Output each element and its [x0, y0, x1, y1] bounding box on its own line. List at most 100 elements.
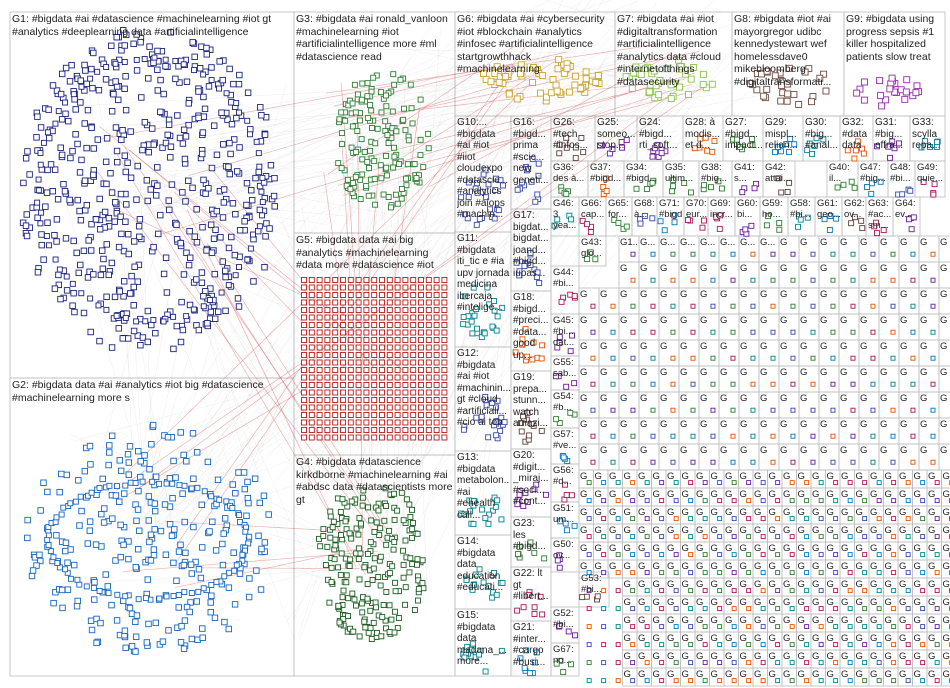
node — [351, 81, 358, 88]
node — [615, 624, 621, 630]
node — [650, 277, 656, 283]
tiny-group-box — [622, 577, 638, 597]
tiny-group-box — [818, 261, 840, 289]
node — [130, 302, 137, 309]
node — [659, 606, 665, 612]
tiny-group-box — [898, 261, 920, 289]
tiny-group-box — [598, 391, 620, 419]
node — [392, 579, 399, 586]
tiny-group-box — [781, 505, 797, 525]
tiny-group-box — [818, 417, 840, 445]
tiny-group-box — [578, 339, 600, 367]
node — [200, 176, 207, 184]
node — [88, 65, 95, 73]
edge — [170, 372, 355, 522]
node — [750, 433, 756, 439]
node — [688, 588, 694, 594]
node — [308, 284, 315, 291]
node — [141, 452, 148, 459]
node — [391, 144, 397, 151]
node — [582, 68, 590, 76]
node — [244, 117, 251, 124]
node — [130, 40, 137, 48]
tiny-group-box — [839, 595, 855, 615]
node — [750, 459, 756, 465]
node — [844, 147, 851, 154]
node — [673, 624, 679, 630]
node — [441, 374, 448, 381]
node — [113, 210, 121, 217]
node — [132, 648, 139, 655]
node — [211, 270, 218, 278]
node — [789, 570, 795, 576]
node — [896, 140, 902, 147]
node — [386, 359, 393, 366]
node — [670, 183, 676, 190]
node — [930, 407, 936, 413]
node — [125, 555, 132, 563]
node — [45, 106, 52, 113]
node — [379, 284, 385, 291]
tiny-group-box — [868, 469, 884, 489]
node — [403, 496, 410, 503]
node — [73, 249, 80, 257]
node — [316, 374, 323, 381]
node — [630, 660, 636, 666]
node — [203, 51, 210, 58]
edge — [133, 281, 465, 551]
node — [365, 629, 372, 636]
edge — [114, 149, 366, 576]
node — [37, 124, 45, 131]
node — [346, 563, 353, 569]
node — [255, 532, 262, 540]
edge — [405, 123, 457, 388]
node — [770, 407, 776, 413]
tiny-group-box — [607, 559, 623, 579]
tiny-group-box — [738, 631, 754, 651]
edge — [133, 189, 285, 373]
tiny-group-box — [678, 235, 700, 263]
node — [789, 552, 795, 558]
edge — [174, 547, 365, 588]
tiny-group-box — [738, 261, 760, 289]
node — [710, 459, 716, 465]
node — [820, 70, 828, 78]
node — [681, 180, 688, 186]
node — [476, 566, 483, 573]
tiny-group-box — [578, 523, 594, 543]
node — [760, 498, 766, 504]
edge — [404, 105, 490, 135]
group-box-g59 — [759, 196, 789, 237]
node — [145, 493, 153, 500]
node — [785, 64, 793, 72]
tiny-group-box — [878, 443, 900, 471]
node — [316, 322, 323, 328]
edge — [366, 126, 400, 515]
node — [804, 534, 810, 540]
node — [868, 180, 875, 187]
node — [355, 352, 362, 358]
node — [105, 271, 112, 279]
node — [226, 65, 233, 73]
node — [355, 307, 362, 313]
node — [934, 678, 940, 684]
tiny-group-box — [818, 313, 840, 341]
node — [369, 577, 376, 583]
edge — [394, 133, 680, 369]
node — [364, 581, 371, 587]
node — [226, 170, 233, 178]
edge — [188, 75, 530, 176]
node — [225, 584, 233, 591]
node — [169, 480, 176, 487]
node — [70, 290, 77, 297]
node — [905, 606, 911, 612]
node — [76, 169, 84, 176]
edge — [205, 252, 348, 544]
node — [601, 678, 607, 684]
node — [920, 498, 926, 504]
node — [610, 303, 616, 309]
node — [910, 433, 916, 439]
node — [266, 225, 273, 232]
node — [515, 551, 521, 557]
node — [563, 144, 570, 151]
